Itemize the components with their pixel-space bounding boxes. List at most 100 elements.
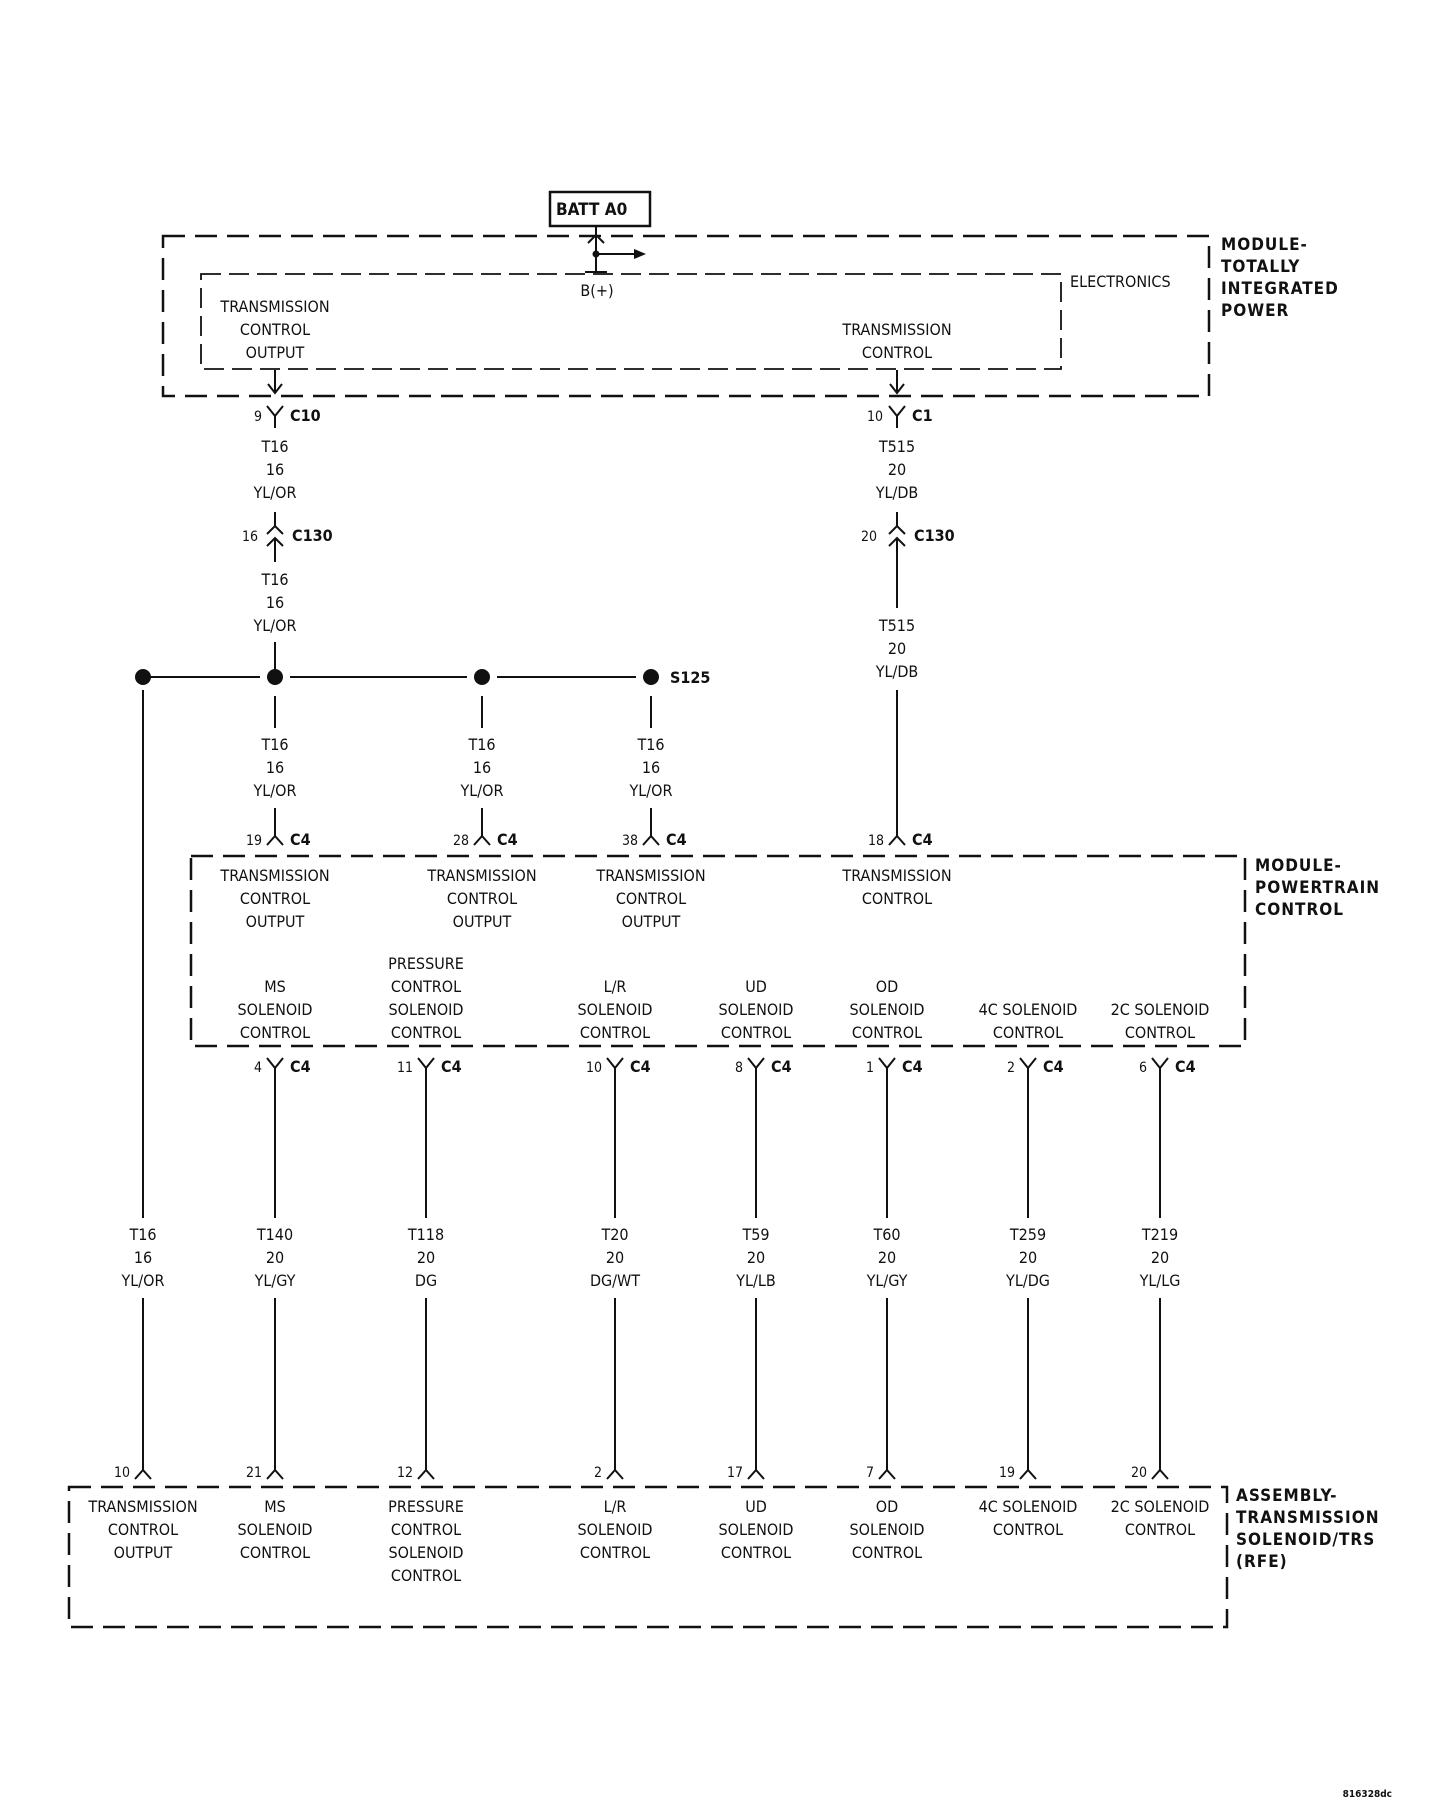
svg-text:CONTROL: CONTROL <box>580 1023 650 1042</box>
svg-text:L/R: L/R <box>604 977 627 996</box>
svg-text:CONTROL: CONTROL <box>391 1023 461 1042</box>
svg-text:16: 16 <box>134 1248 152 1267</box>
svg-text:T259: T259 <box>1009 1225 1046 1244</box>
svg-text:17: 17 <box>727 1465 743 1481</box>
svg-text:20: 20 <box>888 460 906 479</box>
svg-text:CONTROL: CONTROL <box>447 889 517 908</box>
svg-text:20: 20 <box>266 1248 284 1267</box>
svg-text:TOTALLY: TOTALLY <box>1221 257 1300 277</box>
svg-text:POWERTRAIN: POWERTRAIN <box>1255 878 1380 898</box>
svg-text:INTEGRATED: INTEGRATED <box>1221 279 1339 299</box>
splice-dot <box>643 669 659 685</box>
svg-text:CONTROL: CONTROL <box>240 320 310 339</box>
svg-text:YL/OR: YL/OR <box>121 1271 165 1290</box>
svg-text:10: 10 <box>586 1060 602 1076</box>
splice-dot <box>135 669 151 685</box>
pcm-output-pins: 4 C4 11 C4 10 C4 8 C4 1 C4 2 C4 6 C4 <box>254 1057 1196 1076</box>
svg-text:C4: C4 <box>1043 1057 1064 1076</box>
svg-text:T16: T16 <box>260 570 288 589</box>
svg-text:POWER: POWER <box>1221 301 1289 321</box>
c130-left-pin: 16 <box>242 529 258 545</box>
svg-text:11: 11 <box>397 1060 413 1076</box>
svg-text:MODULE-: MODULE- <box>1221 235 1308 255</box>
svg-text:10: 10 <box>114 1465 130 1481</box>
svg-text:TRANSMISSION: TRANSMISSION <box>841 866 951 885</box>
svg-text:20: 20 <box>1019 1248 1037 1267</box>
s125-label: S125 <box>670 668 710 687</box>
electronics-label: ELECTRONICS <box>1070 272 1171 291</box>
svg-text:C4: C4 <box>666 830 687 849</box>
svg-text:4C SOLENOID: 4C SOLENOID <box>979 1497 1078 1516</box>
pcm-title: MODULE- POWERTRAIN CONTROL <box>1255 856 1380 920</box>
svg-text:CONTROL: CONTROL <box>852 1543 922 1562</box>
svg-text:CONTROL: CONTROL <box>1125 1520 1195 1539</box>
c1-pin: 10 <box>867 409 883 425</box>
splice-drop-2: T16 16 YL/OR <box>460 696 503 846</box>
svg-text:SOLENOID: SOLENOID <box>238 1000 313 1019</box>
svg-text:T515: T515 <box>878 616 915 635</box>
svg-text:OUTPUT: OUTPUT <box>246 912 305 931</box>
svg-text:MODULE-: MODULE- <box>1255 856 1342 876</box>
tipm-output-left: TRANSMISSION CONTROL OUTPUT <box>219 297 329 362</box>
tipm-output-right: TRANSMISSION CONTROL <box>841 320 951 362</box>
assembly-pin-labels: TRANSMISSION CONTROL OUTPUT MS SOLENOID … <box>87 1497 1209 1585</box>
svg-text:T60: T60 <box>872 1225 900 1244</box>
svg-text:CONTROL: CONTROL <box>862 343 932 362</box>
electronics-box <box>200 273 1062 370</box>
tipm-arrow-right <box>889 370 905 395</box>
svg-text:OUTPUT: OUTPUT <box>622 912 681 931</box>
svg-text:CONTROL: CONTROL <box>391 1566 461 1585</box>
svg-text:16: 16 <box>266 758 284 777</box>
svg-text:YL/GY: YL/GY <box>866 1271 908 1290</box>
svg-text:T219: T219 <box>1141 1225 1178 1244</box>
svg-text:CONTROL: CONTROL <box>993 1023 1063 1042</box>
assembly-connectors <box>134 1468 1169 1480</box>
wire-t515-lower: T515 20 YL/DB <box>875 616 918 846</box>
svg-text:TRANSMISSION: TRANSMISSION <box>87 1497 197 1516</box>
svg-text:19: 19 <box>999 1465 1015 1481</box>
assembly-box <box>67 1485 1229 1629</box>
svg-text:YL/DB: YL/DB <box>875 483 919 502</box>
splice-dot <box>474 669 490 685</box>
splice-drop-3: T16 16 YL/OR <box>629 696 673 846</box>
svg-text:CONTROL: CONTROL <box>580 1543 650 1562</box>
svg-text:4C SOLENOID: 4C SOLENOID <box>979 1000 1078 1019</box>
svg-text:18: 18 <box>868 833 884 849</box>
svg-text:2: 2 <box>594 1465 602 1481</box>
svg-text:YL/OR: YL/OR <box>253 483 297 502</box>
c10-pin: 9 <box>254 409 262 425</box>
svg-text:DG/WT: DG/WT <box>590 1271 640 1290</box>
svg-text:7: 7 <box>866 1465 874 1481</box>
svg-text:PRESSURE: PRESSURE <box>388 954 464 973</box>
svg-text:TRANSMISSION: TRANSMISSION <box>219 866 329 885</box>
svg-text:YL/OR: YL/OR <box>629 781 673 800</box>
svg-text:TRANSMISSION: TRANSMISSION <box>595 866 705 885</box>
svg-text:CONTROL: CONTROL <box>993 1520 1063 1539</box>
c130-right-pin: 20 <box>861 529 877 545</box>
svg-text:19: 19 <box>246 833 262 849</box>
svg-text:MS: MS <box>264 977 286 996</box>
tipm-box <box>161 234 1211 398</box>
svg-text:T59: T59 <box>741 1225 769 1244</box>
svg-text:OUTPUT: OUTPUT <box>453 912 512 931</box>
assembly-title: ASSEMBLY- TRANSMISSION SOLENOID/TRS (RFE… <box>1236 1486 1379 1572</box>
svg-text:OD: OD <box>876 1497 898 1516</box>
svg-text:CONTROL: CONTROL <box>852 1023 922 1042</box>
svg-text:OUTPUT: OUTPUT <box>246 343 305 362</box>
batt-label: BATT A0 <box>556 200 627 220</box>
tipm-arrow-left <box>267 370 283 395</box>
tipm-title: MODULE- TOTALLY INTEGRATED POWER <box>1221 235 1339 321</box>
svg-text:4: 4 <box>254 1060 262 1076</box>
svg-text:CONTROL: CONTROL <box>240 889 310 908</box>
splice-drop-1: T16 16 YL/OR <box>253 696 296 846</box>
svg-text:YL/LG: YL/LG <box>1139 1271 1181 1290</box>
svg-text:28: 28 <box>453 833 469 849</box>
splice-bus <box>135 669 659 685</box>
pcm-input-pins: 19 C4 28 C4 38 C4 18 C4 <box>246 830 933 849</box>
c10-label: C10 <box>290 406 321 425</box>
svg-text:C4: C4 <box>290 830 311 849</box>
svg-text:SOLENOID: SOLENOID <box>850 1520 925 1539</box>
svg-text:CONTROL: CONTROL <box>1125 1023 1195 1042</box>
svg-text:CONTROL: CONTROL <box>721 1023 791 1042</box>
svg-text:ASSEMBLY-: ASSEMBLY- <box>1236 1486 1337 1506</box>
